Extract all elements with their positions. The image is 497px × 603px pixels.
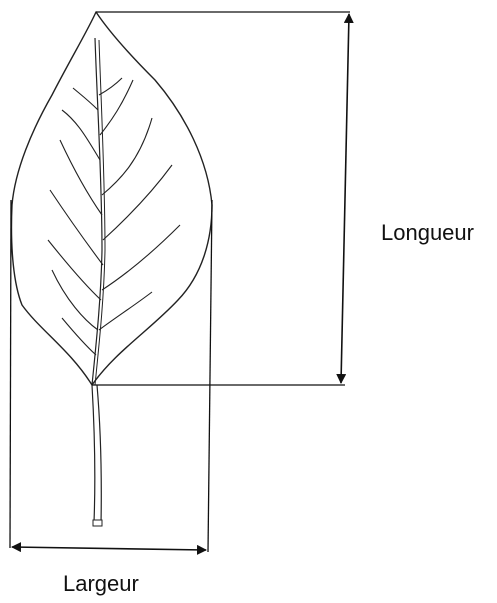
right-veins	[99, 78, 180, 330]
leaf-blade-outline	[11, 12, 212, 385]
width-guide-right	[208, 200, 212, 552]
width-arrow	[12, 547, 206, 550]
left-veins	[48, 88, 103, 355]
width-guide-left	[10, 200, 11, 548]
length-label: Longueur	[381, 222, 474, 244]
leaf-petiole	[92, 385, 101, 524]
width-label: Largeur	[63, 573, 139, 595]
petiole-tip	[93, 520, 102, 526]
length-arrow	[341, 14, 349, 383]
